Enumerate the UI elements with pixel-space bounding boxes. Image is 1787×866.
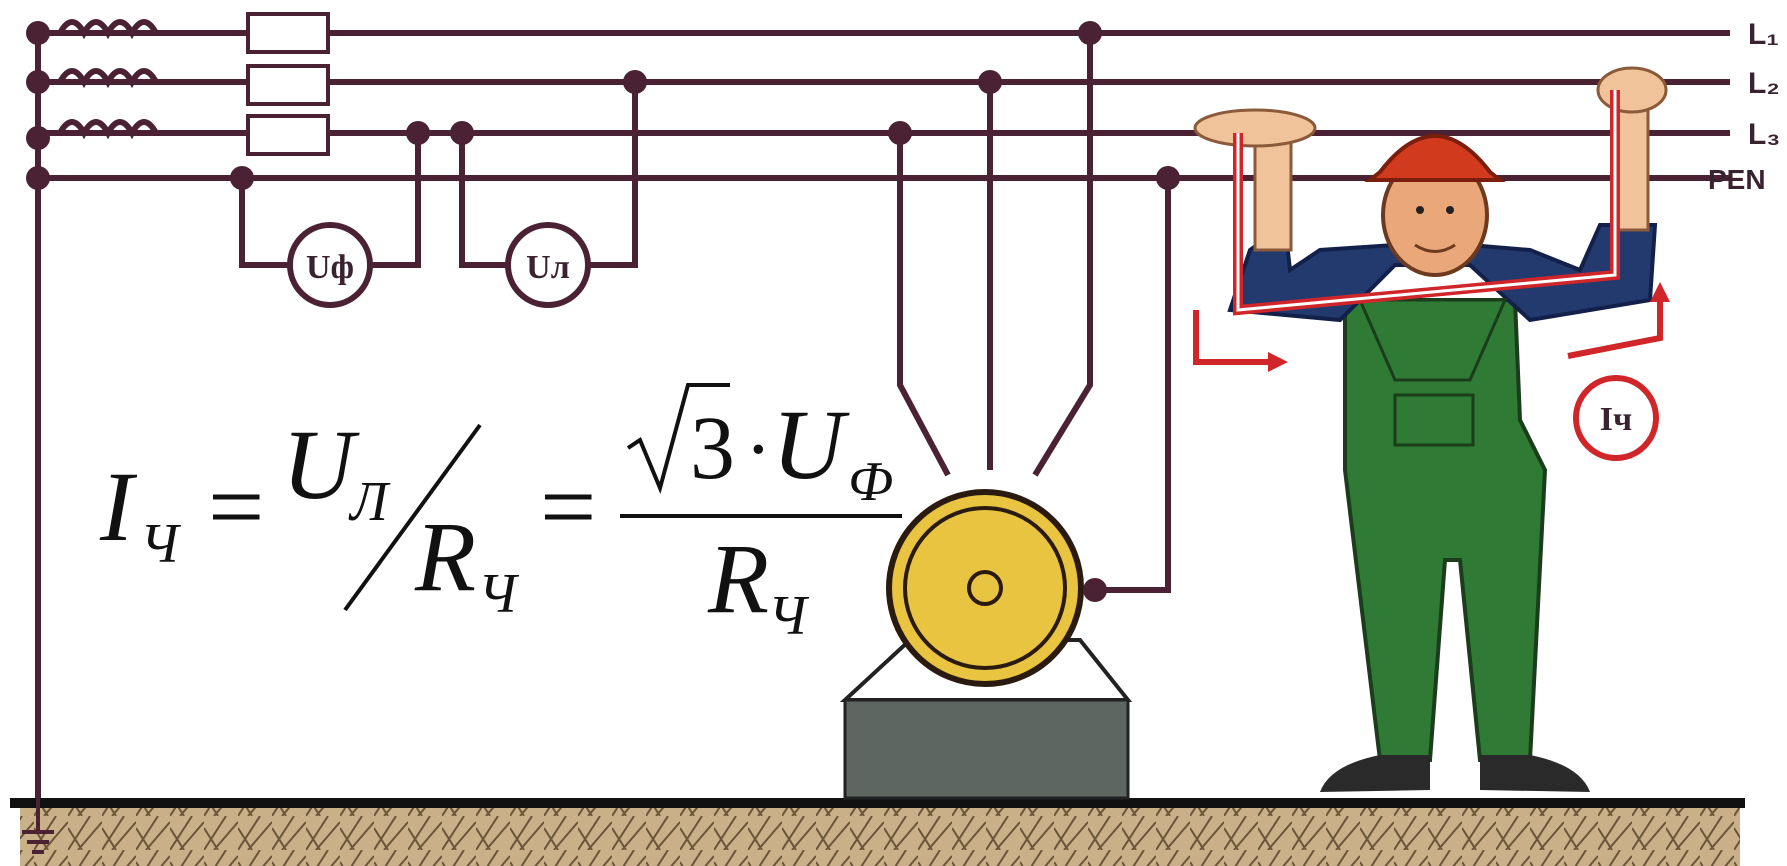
current-arrow-left xyxy=(1193,310,1268,365)
label-l3: L₃ xyxy=(1748,118,1780,151)
current-badge-label: Iч xyxy=(1600,401,1632,438)
formula-den1-sub: Ч xyxy=(478,563,520,625)
current-arrow-right xyxy=(1567,300,1663,359)
ground xyxy=(10,798,1745,866)
formula-lhs: I xyxy=(99,451,138,562)
phase-voltmeter: Uф xyxy=(287,222,373,308)
formula-num2-sub: Ф xyxy=(848,451,893,513)
formula-lhs-sub: Ч xyxy=(140,513,182,575)
motor-wires xyxy=(897,33,1171,593)
label-l2: L₂ xyxy=(1748,67,1780,100)
formula-dot: · xyxy=(745,406,772,494)
worker-left-boot xyxy=(1320,755,1430,792)
worker-pocket xyxy=(1393,393,1475,447)
earth-ground-icon xyxy=(22,798,54,854)
label-l1: L₁ xyxy=(1748,18,1779,51)
phase-voltmeter-label: Uф xyxy=(306,249,354,286)
formula-den1: R xyxy=(414,501,476,612)
formula-eq-1: = xyxy=(208,451,264,562)
formula-den2-sub: Ч xyxy=(768,585,810,647)
line-labels: L₁ L₂ L₃ PEN xyxy=(1708,18,1780,195)
line-voltmeter-label: Uл xyxy=(526,249,570,286)
formula-num1: U xyxy=(282,409,360,520)
label-pen: PEN xyxy=(1708,164,1766,195)
formula-num2: U xyxy=(772,389,850,500)
formula-num1-sub: Л xyxy=(348,471,391,533)
worker-illustration xyxy=(1193,66,1668,792)
formula: I Ч = U Л R Ч = 3 · U Ф R Ч xyxy=(99,383,902,647)
formula-den2: R xyxy=(707,523,769,634)
line-voltmeter: Uл xyxy=(505,222,591,308)
fuses xyxy=(246,12,330,156)
formula-eq-2: = xyxy=(540,451,596,562)
helmet-icon xyxy=(1364,134,1506,182)
formula-sqrt-value: 3 xyxy=(690,399,735,498)
junction-dots xyxy=(26,21,1180,190)
voltmeter-circuits xyxy=(239,82,638,268)
sqrt-icon xyxy=(626,383,730,495)
formula-slash xyxy=(343,423,482,612)
motor xyxy=(839,489,1133,800)
current-badge: Iч xyxy=(1573,375,1659,461)
current-path xyxy=(1193,90,1670,372)
worker-right-boot xyxy=(1480,755,1590,792)
